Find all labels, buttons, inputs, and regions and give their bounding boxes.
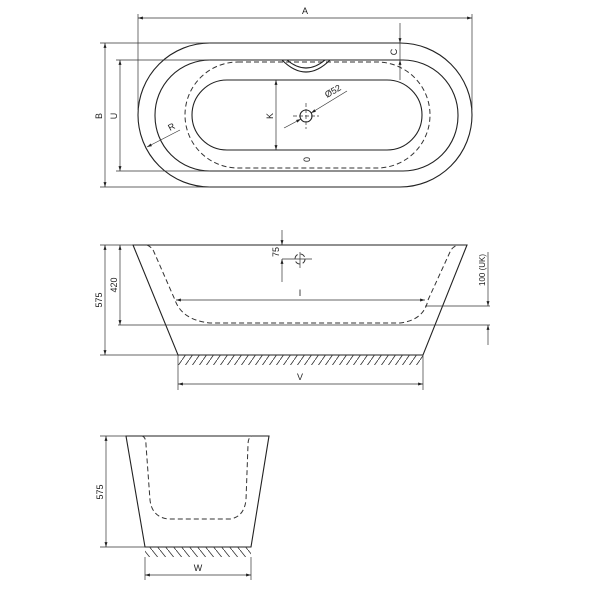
tub-end-outline (125, 435, 270, 548)
dim-I: I (299, 288, 302, 298)
dim-drain: Ø52 (323, 83, 343, 100)
dim-C: C (389, 48, 399, 55)
dim-75: 75 (271, 247, 281, 257)
dim-V: V (297, 372, 303, 382)
basin-section (146, 244, 459, 324)
end-view: 575 W (95, 435, 270, 580)
drain-side (294, 253, 306, 265)
top-view: A B U C K Ø52 0 R (94, 6, 473, 188)
overflow-mark: 0 (302, 157, 312, 162)
dim-K: K (265, 113, 275, 119)
side-view: V I 575 420 75 100 (UK) (94, 230, 490, 390)
dim-B: B (94, 113, 104, 119)
basin-outline (184, 61, 431, 169)
dim-W: W (194, 563, 203, 573)
dim-R: R (166, 121, 177, 133)
basin-end-section (141, 435, 253, 520)
floor-hatch (178, 355, 423, 365)
inner-rim (154, 59, 459, 172)
dim-U: U (109, 113, 119, 120)
outer-rim (137, 42, 473, 188)
end-floor-hatch (145, 547, 251, 557)
basin-floor (191, 79, 423, 151)
overflow (281, 59, 331, 73)
dim-575-end: 575 (95, 484, 105, 499)
dim-575-side: 575 (94, 292, 104, 307)
dim-A: A (302, 6, 308, 16)
dim-100-uk: 100 (UK) (478, 254, 487, 286)
dim-420: 420 (109, 277, 119, 292)
